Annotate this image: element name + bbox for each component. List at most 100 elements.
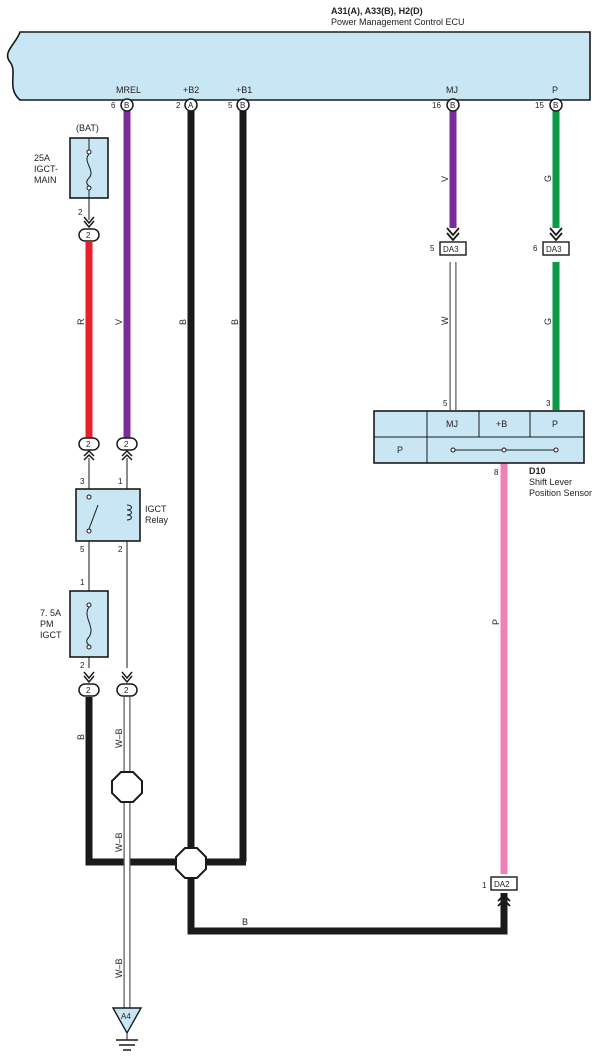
junction-conn-fuse-bottom: 2 <box>78 437 100 451</box>
relay-out-arrow-icon <box>121 671 133 684</box>
sensor-id: D10 <box>529 466 546 476</box>
wire-color-fuse-out: B <box>76 734 86 740</box>
relay-pin-lb: 5 <box>80 545 85 554</box>
relay-in-arrow-left-icon <box>83 449 95 461</box>
da2-box <box>490 876 518 891</box>
relay-contact-bottom <box>86 528 92 534</box>
sensor-node-mj <box>450 447 456 453</box>
fuse-main-label-3: MAIN <box>34 175 57 185</box>
ecu-term-mrel: MREL <box>116 85 141 95</box>
sensor-pin-p: 3 <box>546 399 551 408</box>
relay-label-1: IGCT <box>145 504 167 514</box>
wire-fuse-out <box>85 697 178 866</box>
sensor-pin-mj: 5 <box>443 399 448 408</box>
junction-pin-b: 2 <box>86 440 91 449</box>
sensor-header-p: P <box>552 419 558 429</box>
fuse-pm-pin-out: 2 <box>80 661 85 670</box>
ecu-pin-mrel: 6 B <box>111 98 134 112</box>
junction-conn-fuse-out: 2 <box>78 683 100 697</box>
fuse-main-node-bottom <box>86 185 92 191</box>
relay-pin-rb: 2 <box>118 545 123 554</box>
fuse-main-element <box>86 153 92 187</box>
junction-conn-mrel-bottom: 2 <box>116 437 138 451</box>
da3-mj-box <box>439 241 467 256</box>
da2-id: DA2 <box>494 880 510 889</box>
wire-color-bottom: B <box>242 917 248 927</box>
sensor-name-2: Position Sensor <box>529 488 592 498</box>
da3-p-pin: 6 <box>533 244 538 253</box>
fuse-pm-label-2: PM <box>40 619 54 629</box>
ground-triangle <box>111 1007 143 1035</box>
wire-color-mj-bottom: W <box>440 316 450 325</box>
ecu-pin-b2: 2 A <box>176 98 198 112</box>
sensor-row-label: P <box>397 445 403 455</box>
wire-color-ground-2: W–B <box>114 832 124 852</box>
wire-color-ground-1: W–B <box>114 728 124 748</box>
relay-pin-lt: 3 <box>80 477 85 486</box>
junction-pin-c: 2 <box>124 440 129 449</box>
wire-color-mj-top: V <box>440 176 450 182</box>
wire-color-b2: B <box>178 319 188 325</box>
ecu-pin-b1: 5 B <box>228 98 250 112</box>
fuse-pm-node-top <box>86 602 92 608</box>
ecu-name: Power Management Control ECU <box>331 17 465 27</box>
relay-label-2: Relay <box>145 515 169 525</box>
relay-coil-icon <box>126 504 132 521</box>
fuse-main-label-1: 25A <box>34 153 50 163</box>
splice-ground <box>111 771 143 803</box>
fuse-pm-node-bottom <box>86 644 92 650</box>
da3-mj-arrow-icon <box>446 227 460 242</box>
relay-in-arrow-right-icon <box>121 449 133 461</box>
wire-color-b1: B <box>230 319 240 325</box>
da2-pin: 1 <box>482 881 487 890</box>
wire-color-p-top: G <box>543 175 553 182</box>
ecu-pin-p-num: 15 <box>535 101 544 110</box>
sensor-node-b <box>501 447 507 453</box>
junction-pin-e: 2 <box>124 686 129 695</box>
junction-pin-a: 2 <box>86 231 91 240</box>
ecu-pin-b1-num: 5 <box>228 101 233 110</box>
fuse-main-arrow-icon <box>83 216 95 229</box>
wire-color-mrel: V <box>114 319 124 325</box>
relay-contact-top <box>86 494 92 500</box>
ground-id: A4 <box>121 1012 131 1021</box>
ecu-pin-mj: 16 B <box>432 98 460 112</box>
da3-p-id: DA3 <box>546 245 562 254</box>
ecu-box <box>6 31 591 101</box>
ecu-term-b2: +B2 <box>183 85 199 95</box>
ecu-pin-b2-num: 2 <box>176 101 181 110</box>
fuse-main-label-2: IGCT- <box>34 164 58 174</box>
sensor-header-b: +B <box>496 419 507 429</box>
ecu-term-p: P <box>552 85 558 95</box>
ecu-pin-p: 15 B <box>535 98 563 112</box>
ecu-pin-b2-conn: A <box>188 101 194 110</box>
junction-conn-fuse-top: 2 <box>78 228 100 242</box>
ecu-term-mj: MJ <box>446 85 458 95</box>
da3-mj-id: DA3 <box>443 245 459 254</box>
fuse-main-source: (BAT) <box>76 123 99 133</box>
fuse-pm-arrow-icon <box>83 671 95 684</box>
wire-bottom <box>187 874 508 935</box>
da3-p-box <box>542 241 570 256</box>
sensor-name-1: Shift Lever <box>529 477 572 487</box>
relay-pin-rt: 1 <box>118 477 123 486</box>
sensor-node-p <box>553 447 559 453</box>
fuse-main-node-top <box>86 149 92 155</box>
fuse-pm-label-1: 7. 5A <box>40 608 61 618</box>
wire-color-p-bottom: G <box>543 318 553 325</box>
ecu-pin-b1-conn: B <box>240 101 245 110</box>
fuse-main-pin-out: 2 <box>78 208 83 217</box>
relay-box <box>75 488 141 542</box>
relay-switch-icon <box>88 504 99 530</box>
ecu-connectors: A31(A), A33(B), H2(D) <box>331 6 423 16</box>
ecu-pin-mrel-num: 6 <box>111 101 116 110</box>
da2-arrow-icon <box>497 893 511 907</box>
wire-color-sensor-b: P <box>491 619 501 625</box>
da3-p-arrow-icon <box>549 227 563 242</box>
ecu-pin-mj-num: 16 <box>432 101 441 110</box>
ecu-pin-mrel-conn: B <box>124 101 129 110</box>
wire-color-ground-3: W–B <box>114 958 124 978</box>
sensor-header-mj: MJ <box>446 419 458 429</box>
fuse-pm-pin-in: 1 <box>80 578 85 587</box>
